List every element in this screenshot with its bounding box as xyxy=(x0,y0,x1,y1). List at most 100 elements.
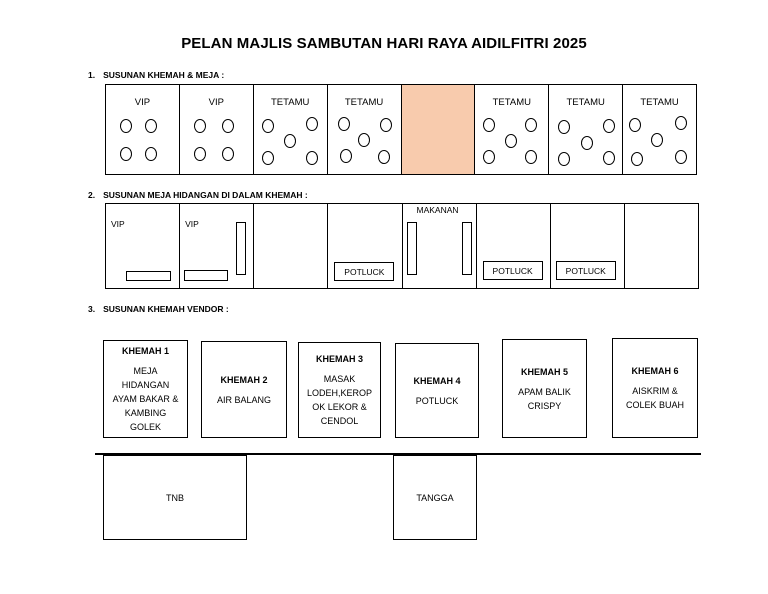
tent-label: TETAMU xyxy=(640,97,679,108)
seat xyxy=(525,118,538,132)
serving-tent-vip-1: VIP xyxy=(106,204,181,288)
section-1-label: SUSUNAN KHEMAH & MEJA : xyxy=(103,70,225,80)
serving-label-vip: VIP xyxy=(111,219,125,229)
tent-tetamu-4: TETAMU xyxy=(549,85,624,174)
tnb-area: TNB xyxy=(103,455,247,540)
tent-empty xyxy=(401,85,476,174)
tent-tetamu-3: TETAMU xyxy=(475,85,550,174)
seat xyxy=(120,147,132,161)
tent-vip-2: VIP xyxy=(180,85,254,174)
vendor-name: KHEMAH 6 xyxy=(631,366,679,376)
section-2-number: 2. xyxy=(88,190,96,200)
section-2-label: SUSUNAN MEJA HIDANGAN DI DALAM KHEMAH : xyxy=(103,190,308,200)
vendor-tent-6: KHEMAH 6 AISKRIM & COLEK BUAH xyxy=(612,338,698,438)
seat xyxy=(483,150,496,164)
serving-tent-makanan: MAKANAN xyxy=(403,204,477,288)
vendor-name: KHEMAH 4 xyxy=(413,375,461,386)
serving-row: VIP VIP POTLUCK MAKANAN POTLUCK POTLUCK xyxy=(105,203,699,289)
vendor-tent-4: KHEMAH 4 POTLUCK xyxy=(395,343,479,438)
seat xyxy=(261,119,274,133)
serving-tent-potluck-3: POTLUCK xyxy=(551,204,625,288)
seat xyxy=(581,136,594,150)
tent-label: VIP xyxy=(208,97,224,108)
vendor-name: KHEMAH 3 xyxy=(315,354,363,364)
section-1-number: 1. xyxy=(88,70,96,80)
potluck-table: POTLUCK xyxy=(334,262,395,281)
vendor-description: MASAK LODEH,KEROP OK LEKOR & CENDOL xyxy=(306,374,373,426)
vendor-description: MEJA HIDANGAN AYAM BAKAR & KAMBING GOLEK xyxy=(112,366,179,432)
tent-label: TETAMU xyxy=(492,97,531,108)
section-2-heading: 2. SUSUNAN MEJA HIDANGAN DI DALAM KHEMAH… xyxy=(88,190,308,200)
tent-row: VIP VIP TETAMU TETAMU TETAMU xyxy=(105,84,697,175)
seat xyxy=(339,149,352,163)
vendor-tent-2: KHEMAH 2 AIR BALANG xyxy=(201,341,287,438)
page-title: PELAN MAJLIS SAMBUTAN HARI RAYA AIDILFIT… xyxy=(181,35,587,52)
potluck-table: POTLUCK xyxy=(482,261,543,280)
section-3-heading: 3. SUSUNAN KHEMAH VENDOR : xyxy=(88,304,229,314)
vendor-name: KHEMAH 5 xyxy=(520,366,568,377)
vendor-description: AIR BALANG xyxy=(216,394,272,405)
road-divider-line xyxy=(95,453,701,455)
serving-tent-last xyxy=(625,204,698,288)
tent-tetamu-1: TETAMU xyxy=(254,85,328,174)
seat xyxy=(525,150,538,164)
seat xyxy=(305,151,318,165)
serving-table xyxy=(461,222,472,275)
seat xyxy=(631,152,644,166)
seat xyxy=(120,119,132,133)
serving-table xyxy=(126,271,171,281)
potluck-table: POTLUCK xyxy=(555,261,616,280)
tent-label: TETAMU xyxy=(271,97,310,108)
seat xyxy=(603,119,616,133)
section-1-heading: 1. SUSUNAN KHEMAH & MEJA : xyxy=(88,70,224,80)
seat xyxy=(675,150,688,164)
seat xyxy=(558,120,571,134)
vendor-description: AISKRIM & COLEK BUAH xyxy=(625,386,685,410)
seat xyxy=(261,151,274,165)
serving-tent-vip-2: VIP xyxy=(180,204,255,288)
serving-tent-potluck-1: POTLUCK xyxy=(328,204,403,288)
vendor-tent-3: KHEMAH 3 MASAK LODEH,KEROP OK LEKOR & CE… xyxy=(298,342,381,438)
seat xyxy=(337,117,350,131)
seat xyxy=(483,118,496,132)
tent-tetamu-5: TETAMU xyxy=(623,85,696,174)
serving-tent-potluck-2: POTLUCK xyxy=(477,204,551,288)
seat xyxy=(305,117,318,131)
serving-label-vip: VIP xyxy=(185,219,199,229)
tangga-area: TANGGA xyxy=(393,455,477,540)
serving-table xyxy=(184,270,229,281)
seat xyxy=(145,147,157,161)
seat xyxy=(629,118,642,132)
seat xyxy=(651,133,664,147)
seat xyxy=(558,152,571,166)
section-3-number: 3. xyxy=(88,304,96,314)
seat xyxy=(193,147,206,161)
vendor-name: KHEMAH 2 xyxy=(220,374,268,385)
seat xyxy=(379,118,392,132)
serving-table xyxy=(236,222,247,275)
vendor-name: KHEMAH 1 xyxy=(121,346,169,356)
vendor-tent-5: KHEMAH 5 APAM BALIK CRISPY xyxy=(502,339,587,438)
tent-label: TETAMU xyxy=(344,97,384,108)
tent-tetamu-2: TETAMU xyxy=(328,85,402,174)
seat xyxy=(283,134,296,148)
tent-label: VIP xyxy=(134,97,151,108)
serving-table xyxy=(406,222,417,275)
seat xyxy=(221,147,234,161)
seat xyxy=(377,150,390,164)
section-3-label: SUSUNAN KHEMAH VENDOR : xyxy=(103,304,229,314)
serving-tent-empty xyxy=(254,204,329,288)
serving-label-makanan: MAKANAN xyxy=(416,205,459,215)
seat xyxy=(145,119,157,133)
vendor-description: POTLUCK xyxy=(415,395,459,406)
seat xyxy=(193,119,206,133)
vendor-description: APAM BALIK CRISPY xyxy=(518,386,571,411)
seat xyxy=(221,119,234,133)
vendor-tent-1: KHEMAH 1 MEJA HIDANGAN AYAM BAKAR & KAMB… xyxy=(103,340,188,438)
tent-label: TETAMU xyxy=(566,97,605,108)
tent-vip-1: VIP xyxy=(106,85,180,174)
seat xyxy=(505,134,518,148)
seat xyxy=(357,133,370,147)
seat xyxy=(675,116,688,130)
seat xyxy=(603,151,616,165)
